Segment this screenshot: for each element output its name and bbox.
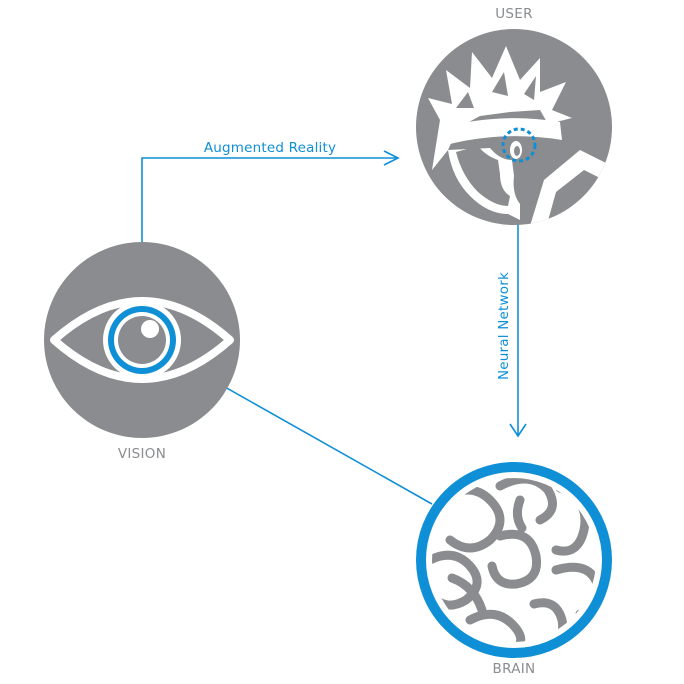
user-eye-highlight-ring (501, 127, 537, 163)
brain-node-label: BRAIN (493, 661, 536, 677)
edge-label-neural-network: Neural Network (496, 272, 512, 380)
brain-node: BRAIN (416, 462, 612, 677)
vision-node-label: VISION (118, 446, 166, 462)
arrow-head-augmented-reality (383, 150, 400, 166)
user-node: USER (416, 6, 612, 225)
edge-label-augmented-reality: Augmented Reality (204, 140, 336, 156)
eye-icon (50, 297, 234, 383)
vision-node: VISION (44, 242, 240, 462)
arrow-head-neural-network (509, 423, 527, 438)
user-node-label: USER (495, 6, 533, 22)
brain-node-ring (416, 462, 612, 658)
